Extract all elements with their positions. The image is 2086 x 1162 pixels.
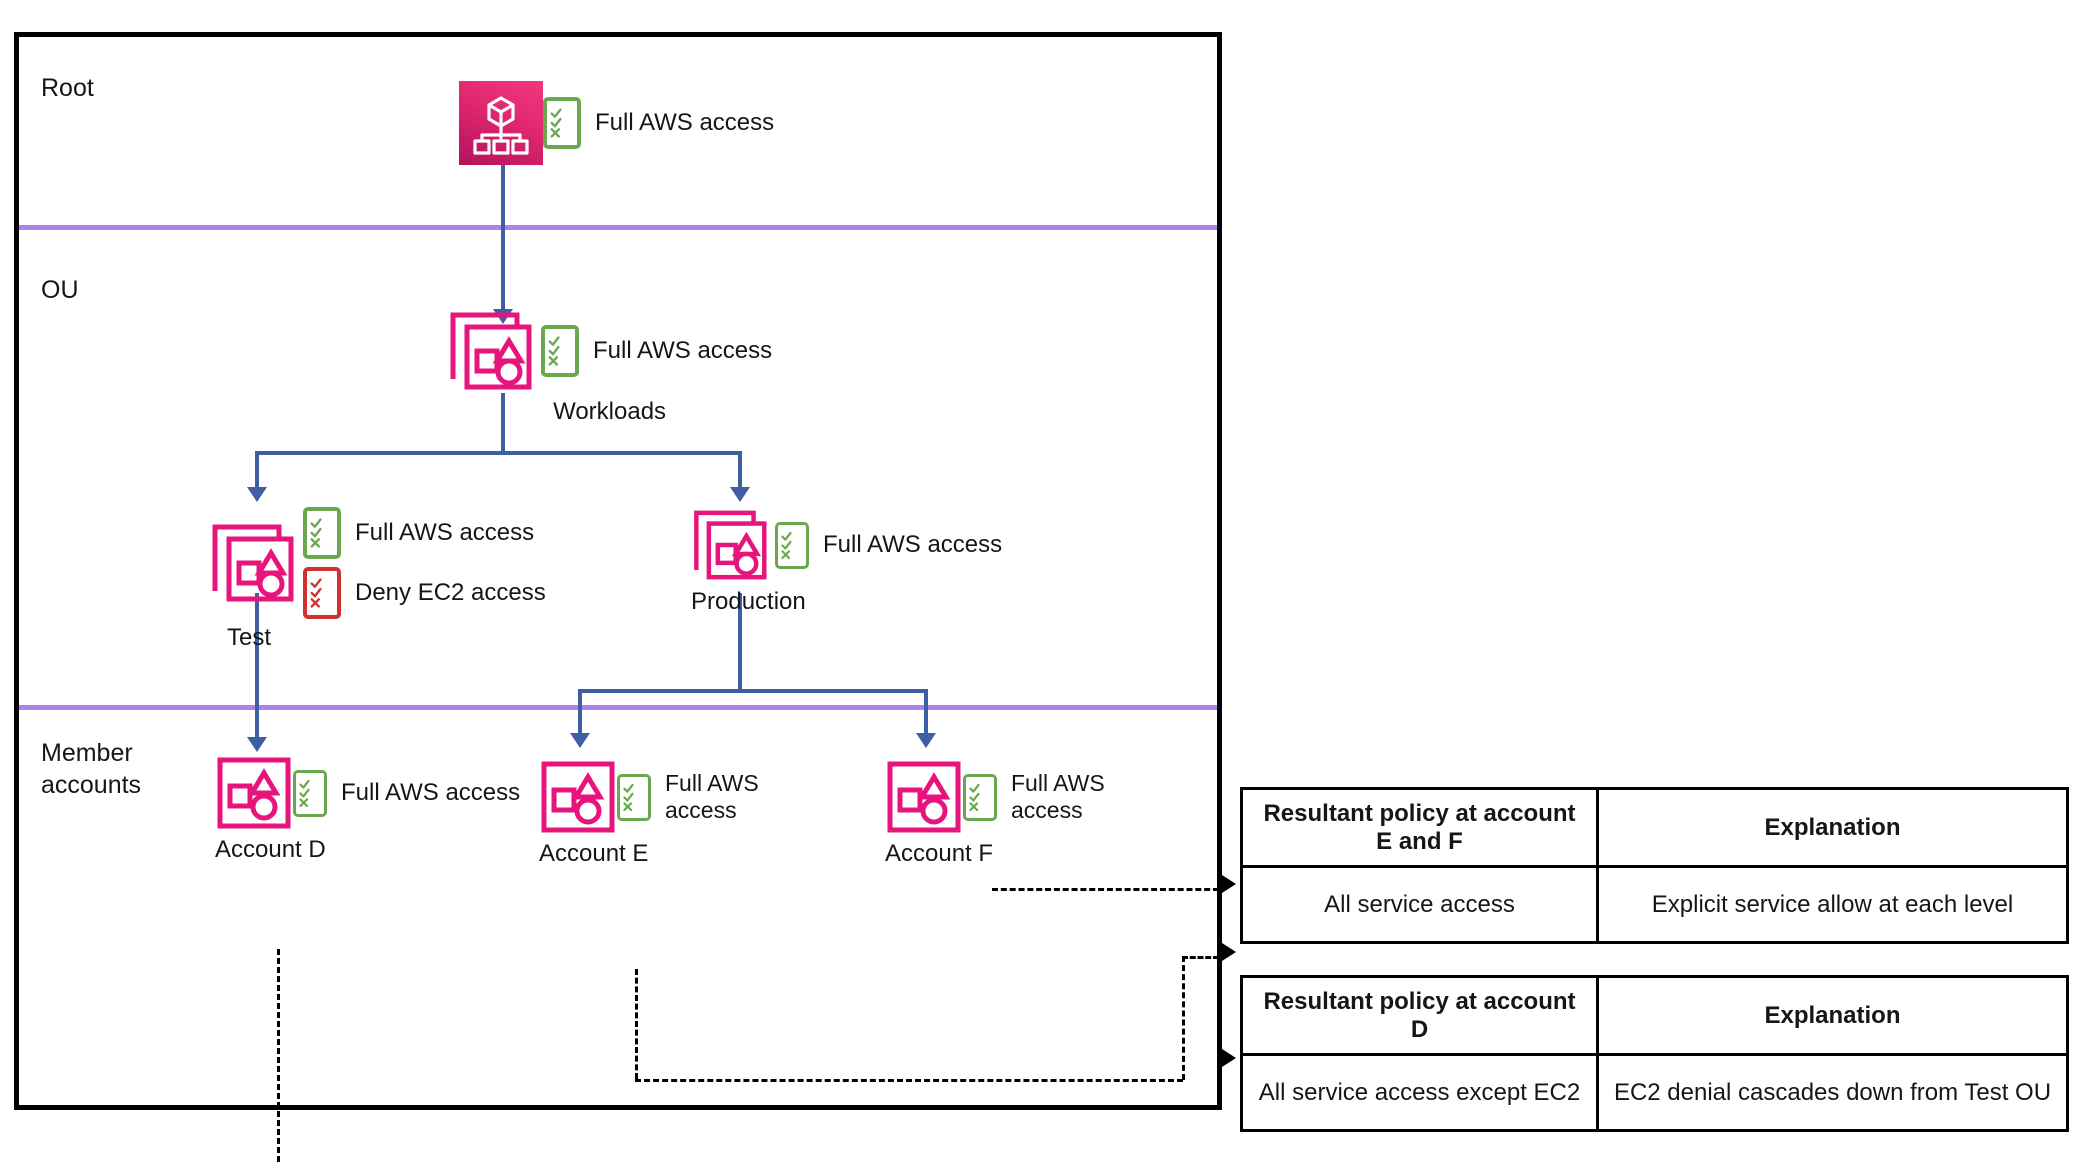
connector-production-down xyxy=(738,593,742,693)
arrowhead-table1-from-account-f xyxy=(1222,875,1236,893)
arrowhead-account-d xyxy=(247,737,267,752)
account-f-row: Full AWS access xyxy=(885,759,1105,835)
policy-test-deny-ec2-access: Deny EC2 access xyxy=(303,567,546,619)
policy-account-f-label: Full AWS access xyxy=(1011,770,1105,823)
tier-label-member-accounts: Member accounts xyxy=(41,739,142,799)
arrowhead-table1-from-account-e xyxy=(1222,943,1236,961)
connector-test-to-account-d xyxy=(255,593,259,739)
policy-allow-icon xyxy=(543,97,581,149)
node-test-ou[interactable]: Full AWS access Den xyxy=(209,507,546,652)
organizational-unit-icon xyxy=(691,507,775,583)
policy-allow-icon xyxy=(303,507,341,559)
policy-deny-icon xyxy=(303,567,341,619)
dashed-account-e-up xyxy=(1182,956,1185,1080)
policy-account-d-label: Full AWS access xyxy=(341,779,521,807)
dashed-account-f-to-table1 xyxy=(992,888,1219,891)
arrowhead-production-ou xyxy=(730,487,750,502)
table-resultant-policy-ef: Resultant policy at account E and F Expl… xyxy=(1240,787,2069,944)
organization-diagram-frame: Root OU Member accounts xyxy=(14,32,1222,1162)
dashed-account-e-to-table1 xyxy=(1182,956,1219,959)
aws-account-icon xyxy=(539,759,617,835)
test-ou-row: Full AWS access Den xyxy=(209,507,546,619)
node-account-e[interactable]: Full AWS access Account E xyxy=(539,759,759,868)
aws-organizations-icon xyxy=(459,81,543,165)
dashed-account-e-down xyxy=(635,969,638,1079)
connector-workloads-split-bar xyxy=(255,451,742,455)
dashed-account-d-down xyxy=(277,949,280,1162)
connector-root-to-workloads xyxy=(501,165,505,311)
connector-to-production-ou xyxy=(738,451,742,489)
test-ou-policy-stack: Full AWS access Den xyxy=(303,507,546,619)
policy-account-f-full-aws-access: Full AWS access xyxy=(963,770,1105,823)
policy-account-d-full-aws-access: Full AWS access xyxy=(293,769,521,817)
node-organization-root[interactable]: Full AWS access xyxy=(459,81,774,165)
aws-account-icon xyxy=(215,755,293,831)
policy-test-deny-label: Deny EC2 access xyxy=(355,579,546,607)
connector-production-split-bar xyxy=(578,689,928,693)
node-caption-workloads: Workloads xyxy=(553,398,667,425)
policy-production-label: Full AWS access xyxy=(823,531,1003,559)
table1-header-policy: Resultant policy at account E and F xyxy=(1240,787,1599,868)
policy-workloads-full-aws-access: Full AWS access xyxy=(541,325,772,377)
tier-divider-ou xyxy=(19,225,1217,230)
policy-root-label: Full AWS access xyxy=(595,109,775,137)
table2-header-policy: Resultant policy at account D xyxy=(1240,975,1599,1056)
node-caption-account-e: Account E xyxy=(539,840,649,867)
connector-to-test-ou xyxy=(255,451,259,489)
table2-cell-explanation: EC2 denial cascades down from Test OU xyxy=(1596,1053,2069,1132)
connector-workloads-down xyxy=(501,393,505,455)
policy-test-allow-label: Full AWS access xyxy=(355,519,535,547)
policy-allow-icon xyxy=(775,521,809,569)
policy-allow-icon xyxy=(293,769,327,817)
arrowhead-account-e xyxy=(570,733,590,748)
organizational-unit-icon xyxy=(209,521,303,605)
node-caption-account-f: Account F xyxy=(885,840,994,867)
dashed-account-e-right xyxy=(635,1079,1183,1082)
table-row: All service access Explicit service allo… xyxy=(1240,865,2069,944)
workloads-ou-row: Full AWS access xyxy=(447,309,772,393)
production-ou-row: Full AWS access xyxy=(691,507,1002,583)
account-d-row: Full AWS access xyxy=(215,755,520,831)
table2-header-explanation: Explanation xyxy=(1596,975,2069,1056)
table-header-row: Resultant policy at account E and F Expl… xyxy=(1240,787,2069,868)
aws-account-icon xyxy=(885,759,963,835)
node-caption-account-d: Account D xyxy=(215,836,326,863)
table1-cell-explanation: Explicit service allow at each level xyxy=(1596,865,2069,944)
node-production-ou[interactable]: Full AWS access Production xyxy=(691,507,1002,616)
node-workloads-ou[interactable]: Full AWS access Workloads xyxy=(447,309,772,426)
node-account-d[interactable]: Full AWS access Account D xyxy=(215,755,520,864)
table1-cell-policy: All service access xyxy=(1240,865,1599,944)
policy-account-e-label: Full AWS access xyxy=(665,770,759,823)
table1-header-explanation: Explanation xyxy=(1596,787,2069,868)
policy-workloads-label: Full AWS access xyxy=(593,337,773,365)
table-resultant-policy-d: Resultant policy at account D Explanatio… xyxy=(1240,975,2069,1132)
policy-account-e-full-aws-access: Full AWS access xyxy=(617,770,759,823)
policy-allow-icon xyxy=(541,325,579,377)
node-caption-test: Test xyxy=(227,624,272,651)
connector-to-account-f xyxy=(924,689,928,735)
organization-root-row: Full AWS access xyxy=(459,81,774,165)
arrowhead-test-ou xyxy=(247,487,267,502)
tier-label-root: Root xyxy=(41,74,94,102)
account-e-row: Full AWS access xyxy=(539,759,759,835)
policy-allow-icon xyxy=(963,773,997,821)
tier-divider-member-accounts xyxy=(19,705,1217,710)
connector-to-account-e xyxy=(578,689,582,735)
arrowhead-account-f xyxy=(916,733,936,748)
policy-allow-icon xyxy=(617,773,651,821)
node-account-f[interactable]: Full AWS access Account F xyxy=(885,759,1105,868)
organizational-unit-icon xyxy=(447,309,541,393)
policy-root-full-aws-access: Full AWS access xyxy=(543,97,774,149)
table-header-row: Resultant policy at account D Explanatio… xyxy=(1240,975,2069,1056)
policy-test-full-aws-access: Full AWS access xyxy=(303,507,546,559)
policy-production-full-aws-access: Full AWS access xyxy=(775,521,1003,569)
table-row: All service access except EC2 EC2 denial… xyxy=(1240,1053,2069,1132)
node-caption-production: Production xyxy=(691,588,806,615)
arrowhead-table2-from-account-d xyxy=(1222,1049,1236,1067)
tier-label-ou: OU xyxy=(41,276,79,304)
table2-cell-policy: All service access except EC2 xyxy=(1240,1053,1599,1132)
